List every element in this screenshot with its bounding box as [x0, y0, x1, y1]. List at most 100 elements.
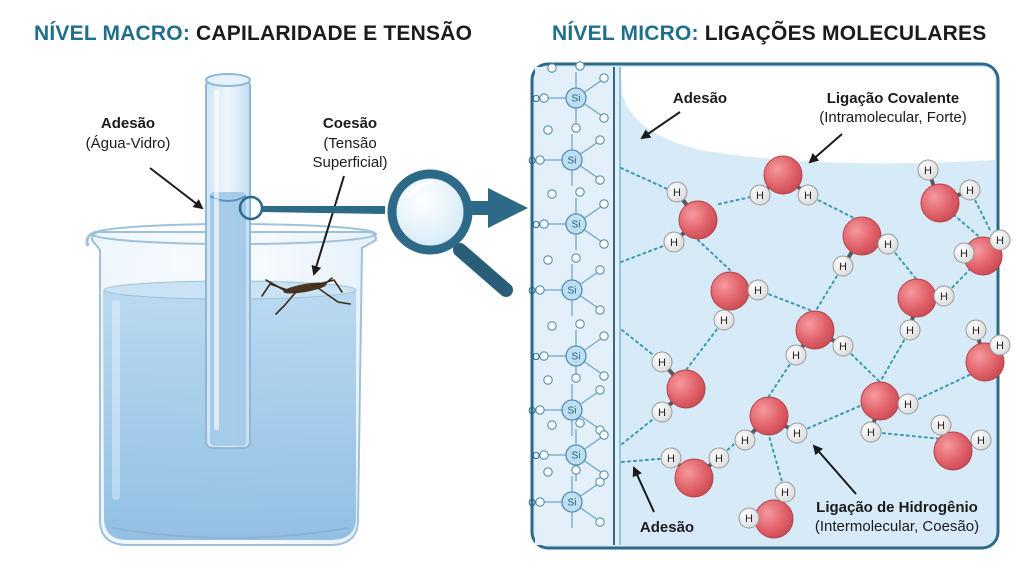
- glass-oxygen-atom: [599, 239, 609, 249]
- oxygen-atom: [674, 458, 714, 498]
- svg-text:H: H: [996, 235, 1004, 247]
- oxygen-label: O: [528, 406, 536, 417]
- svg-text:H: H: [966, 185, 974, 197]
- silicon-atom: Si: [561, 279, 583, 301]
- svg-text:H: H: [996, 340, 1004, 352]
- svg-text:H: H: [756, 190, 764, 202]
- water-molecule: HH: [930, 414, 992, 471]
- hydrogen-atom: H: [933, 285, 955, 307]
- hydrogen-atom: H: [749, 184, 771, 206]
- micro-panel-frame: [530, 62, 1000, 550]
- glass-oxygen-atom: [543, 125, 553, 135]
- hydrogen-atom: H: [917, 159, 939, 181]
- svg-text:Si: Si: [572, 94, 581, 105]
- hydrogen-bond: [807, 194, 863, 223]
- hydrogen-atom: H: [832, 335, 854, 357]
- hydrogen-bond: [620, 167, 675, 193]
- water-molecule: HH: [953, 229, 1011, 276]
- micro-adhesion-top: Adesão: [673, 90, 727, 107]
- glass-oxygen-atom: [547, 420, 557, 430]
- macro-cohesion-title: Coesão: [323, 115, 377, 132]
- svg-text:Si: Si: [568, 498, 577, 509]
- glass-oxygen-atom: [543, 375, 553, 385]
- hydrogen-atom: H: [785, 344, 807, 366]
- glass-oxygen-atom: [535, 285, 545, 295]
- micro-panel: [530, 62, 1000, 550]
- glass-oxygen-atom: [599, 113, 609, 123]
- hydrogen-atom: H: [970, 429, 992, 451]
- hydrogen-atom: H: [959, 179, 981, 201]
- silicon-atom: Si: [565, 87, 587, 109]
- oxygen-atom: [763, 155, 803, 195]
- svg-text:H: H: [839, 341, 847, 353]
- hydrogen-bond: [621, 457, 672, 463]
- hydrogen-bond: [939, 202, 984, 241]
- oxygen-atom: [666, 369, 706, 409]
- heading-macro-accent: NÍVEL MACRO:: [34, 22, 191, 45]
- svg-text:Si: Si: [568, 156, 577, 167]
- oxygen-atom: [678, 200, 718, 240]
- tube-meniscus: [209, 195, 247, 202]
- svg-text:H: H: [673, 187, 681, 199]
- glass-oxygen-atom: [539, 450, 549, 460]
- water-molecule: HH: [965, 319, 1011, 382]
- oxygen-label: O: [528, 156, 536, 167]
- glass-oxygen-atom: [547, 63, 557, 73]
- heading-micro-accent: NÍVEL MICRO:: [552, 22, 699, 45]
- svg-text:H: H: [720, 315, 728, 327]
- glass-oxygen-atom: [535, 155, 545, 165]
- glass-oxygen-atom: [599, 371, 609, 381]
- water-molecule: HH: [917, 159, 981, 223]
- svg-text:H: H: [960, 248, 968, 260]
- capillary-tube: [205, 73, 251, 449]
- svg-text:H: H: [839, 261, 847, 273]
- water-molecule: HH: [663, 181, 718, 253]
- hydrogen-atom: H: [734, 429, 756, 451]
- hydrogen-bond: [697, 239, 731, 271]
- hydrogen-atom: H: [797, 184, 819, 206]
- glass-oxygen-atom: [571, 373, 581, 383]
- glass-oxygen-atom: [599, 73, 609, 83]
- water-molecule: HH: [734, 396, 808, 451]
- glass-oxygen-atom: [595, 175, 605, 185]
- heading-micro: NÍVEL MICRO: LIGAÇÕES MOLECULARES: [552, 22, 986, 46]
- oxygen-atom: [860, 381, 900, 421]
- glass-oxygen-atom: [595, 135, 605, 145]
- tube-top: [205, 73, 251, 87]
- glass-oxygen-atom: [575, 418, 585, 428]
- glass-oxygen-atom: [575, 187, 585, 197]
- hydrogen-bond: [796, 405, 861, 434]
- svg-text:H: H: [745, 513, 753, 525]
- oxygen-atom: [920, 183, 960, 223]
- silicon-atom: Si: [561, 491, 583, 513]
- glass-oxygen-atom: [599, 199, 609, 209]
- svg-text:H: H: [977, 435, 985, 447]
- glass-oxygen-atom: [599, 331, 609, 341]
- oxygen-label: O: [532, 352, 540, 363]
- micro-hydrogen-detail: (Intermolecular, Coesão): [815, 518, 979, 535]
- water-molecule: HH: [860, 381, 919, 443]
- oxygen-atom: [933, 431, 973, 471]
- glass-oxygen-atom: [595, 385, 605, 395]
- glass-oxygen-atom: [539, 93, 549, 103]
- hydrogen-bond: [768, 435, 786, 493]
- glass-oxygen-atom: [535, 405, 545, 415]
- oxygen-atom: [897, 278, 937, 318]
- hydrogen-atom: H: [708, 447, 730, 469]
- hydrogen-bond: [907, 369, 981, 405]
- water-molecule: HH: [651, 351, 706, 423]
- glass-oxygen-atom: [595, 265, 605, 275]
- silicon-atom: Si: [565, 213, 587, 235]
- macro-adhesion-detail: (Água-Vidro): [86, 135, 171, 152]
- svg-text:H: H: [972, 325, 980, 337]
- hydrogen-atom: H: [860, 421, 882, 443]
- glass-oxygen-atom: [595, 477, 605, 487]
- hydrogen-atom: H: [832, 255, 854, 277]
- glass-oxygen-atom: [575, 319, 585, 329]
- svg-text:Si: Si: [568, 406, 577, 417]
- hydrogen-atom: H: [747, 279, 769, 301]
- hydrogen-atom: H: [930, 414, 952, 436]
